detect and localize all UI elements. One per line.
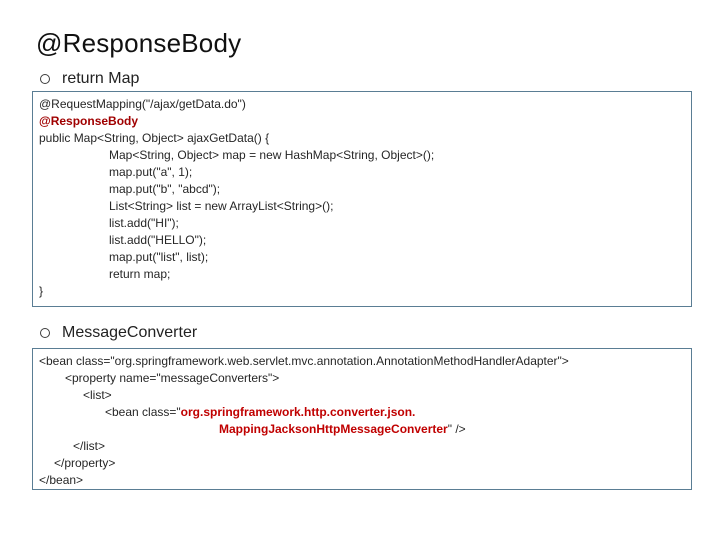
- code-block-return-map: @RequestMapping("/ajax/getData.do") @Resp…: [32, 91, 692, 307]
- bullet-circle-icon: [40, 74, 50, 84]
- code-segment: MappingJacksonHttpMessageConverter: [219, 422, 448, 436]
- code-segment: list.add("HI");: [109, 216, 179, 230]
- code-segment: <list>: [83, 388, 112, 402]
- code-segment: @RequestMapping("/ajax/getData.do"): [39, 97, 246, 111]
- code-segment: map.put("list", list);: [109, 250, 209, 264]
- code-line: Map<String, Object> map = new HashMap<St…: [39, 147, 685, 164]
- code-line: List<String> list = new ArrayList<String…: [39, 198, 685, 215]
- code-segment: map.put("b", "abcd");: [109, 182, 221, 196]
- code-line: @RequestMapping("/ajax/getData.do"): [39, 96, 685, 113]
- code-segment: </list>: [73, 439, 106, 453]
- code-segment: " />: [447, 422, 466, 436]
- code-segment: <bean class="org.springframework.web.ser…: [39, 354, 569, 368]
- code-segment: List<String> list = new ArrayList<String…: [109, 199, 334, 213]
- code-segment: </bean>: [39, 473, 84, 487]
- code-line: map.put("list", list);: [39, 249, 685, 266]
- code-segment: @ResponseBody: [39, 114, 139, 128]
- code-line: map.put("a", 1);: [39, 164, 685, 181]
- code-line: map.put("b", "abcd");: [39, 181, 685, 198]
- code-line: MappingJacksonHttpMessageConverter" />: [39, 421, 685, 438]
- code-block-message-converter: <bean class="org.springframework.web.ser…: [32, 348, 692, 490]
- code-line: @ResponseBody: [39, 113, 685, 130]
- bullet-item-message-converter: MessageConverter: [40, 324, 197, 342]
- code-line: }: [39, 283, 685, 300]
- code-segment: return map;: [109, 267, 171, 281]
- code-line: <bean class="org.springframework.http.co…: [39, 404, 685, 421]
- bullet-circle-icon: [40, 328, 50, 338]
- code-segment: list.add("HELLO");: [109, 233, 207, 247]
- code-segment: }: [39, 284, 44, 298]
- code-line: public Map<String, Object> ajaxGetData()…: [39, 130, 685, 147]
- bullet-item-return-map: return Map: [40, 70, 139, 88]
- code-line: </list>: [39, 438, 685, 455]
- code-line: list.add("HI");: [39, 215, 685, 232]
- bullet-label: return Map: [62, 70, 140, 87]
- code-segment: map.put("a", 1);: [109, 165, 193, 179]
- code-line: </bean>: [39, 472, 685, 489]
- code-line: <bean class="org.springframework.web.ser…: [39, 353, 685, 370]
- code-line: list.add("HELLO");: [39, 232, 685, 249]
- code-segment: <bean class=": [105, 405, 181, 419]
- code-segment: org.springframework.http.converter.json.: [180, 405, 416, 419]
- code-line: return map;: [39, 266, 685, 283]
- code-line: <list>: [39, 387, 685, 404]
- code-segment: <property name="messageConverters">: [65, 371, 280, 385]
- slide-title: @ResponseBody: [36, 28, 242, 58]
- code-segment: Map<String, Object> map = new HashMap<St…: [109, 148, 435, 162]
- code-segment: public Map<String, Object> ajaxGetData()…: [39, 131, 270, 145]
- code-line: <property name="messageConverters">: [39, 370, 685, 387]
- code-line: </property>: [39, 455, 685, 472]
- code-segment: </property>: [54, 456, 116, 470]
- bullet-label: MessageConverter: [62, 324, 198, 341]
